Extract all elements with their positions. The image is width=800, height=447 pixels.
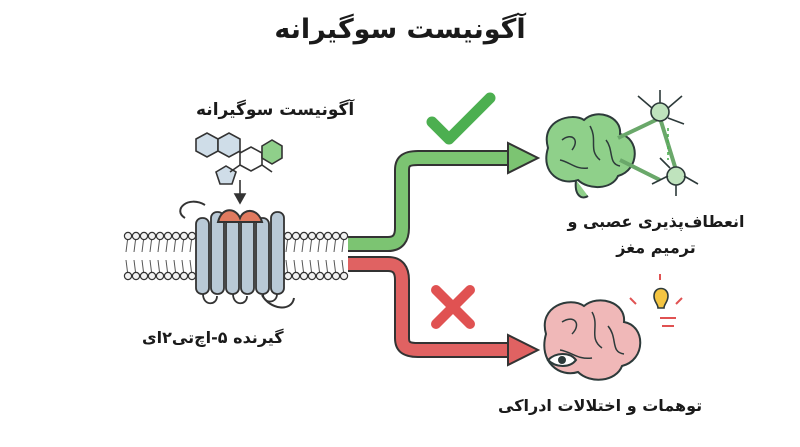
check-mark-icon <box>426 92 496 145</box>
receptor-protein <box>179 200 295 309</box>
x-mark-icon <box>431 285 475 329</box>
ligand-molecule <box>195 132 283 205</box>
cell-membrane <box>123 231 349 281</box>
disturbed-brain-icon <box>543 274 683 381</box>
positive-pathway-arrow <box>348 150 512 252</box>
healthy-brain-icon <box>545 113 636 199</box>
receptor-label: گیرنده ۵-اچ‌تی۲ای <box>142 328 284 347</box>
diagram-title: آگونیست سوگیرانه <box>274 14 526 45</box>
neuron-network-icon <box>617 90 699 196</box>
ligand-binding-site <box>216 209 264 223</box>
positive-outcome-label: انعطاف‌پذیری عصبی و ترمیم مغز <box>567 212 745 257</box>
negative-outcome-label: توهمات و اختلالات ادراکی <box>498 396 703 415</box>
negative-pathway-arrow <box>348 256 512 358</box>
ligand-label: آگونیست سوگیرانه <box>196 100 355 120</box>
